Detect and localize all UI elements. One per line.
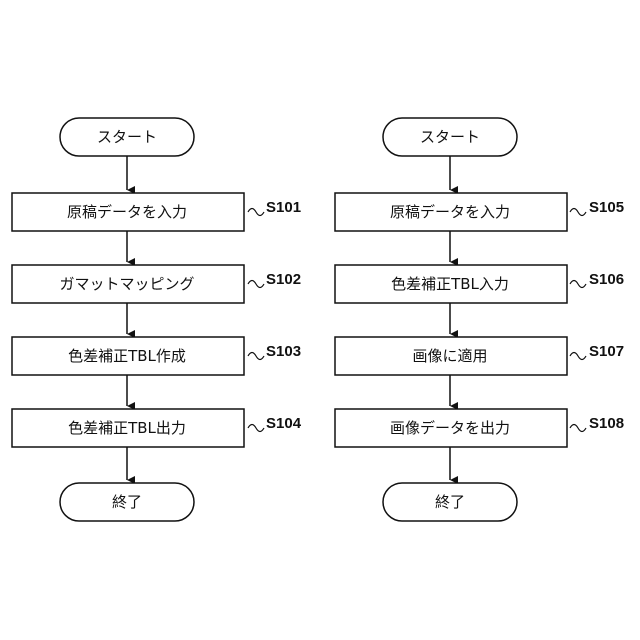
end-label: 終了: [112, 493, 142, 511]
process-text: 画像に適用: [412, 347, 487, 365]
step-label: S106: [589, 271, 624, 288]
step-label: S103: [266, 343, 301, 360]
start-label: スタート: [420, 128, 480, 146]
flow-left: スタート 原稿データを入力 S101 ガマットマッピング S102 色差補正TB…: [12, 118, 302, 521]
step-label: S107: [589, 343, 624, 360]
end-label: 終了: [435, 493, 465, 511]
process-text: 原稿データを入力: [67, 203, 187, 221]
step-label: S104: [266, 415, 302, 432]
label-leader: [570, 209, 586, 216]
step-label: S101: [266, 199, 301, 216]
process-text: 色差補正TBL作成: [68, 347, 186, 365]
label-leader: [248, 353, 264, 360]
label-leader: [570, 425, 586, 432]
label-leader: [570, 353, 586, 360]
label-leader: [570, 281, 586, 288]
process-text: ガマットマッピング: [59, 275, 194, 293]
step-label: S102: [266, 271, 301, 288]
process-text: 画像データを出力: [390, 419, 510, 437]
process-text: 色差補正TBL入力: [391, 275, 509, 293]
step-label: S108: [589, 415, 624, 432]
start-label: スタート: [97, 128, 157, 146]
process-text: 色差補正TBL出力: [68, 419, 186, 437]
step-label: S105: [589, 199, 624, 216]
flow-right: スタート 原稿データを入力 S105 色差補正TBL入力 S106 画像に適用 …: [335, 118, 624, 521]
process-text: 原稿データを入力: [390, 203, 510, 221]
label-leader: [248, 209, 264, 216]
label-leader: [248, 281, 264, 288]
label-leader: [248, 425, 264, 432]
